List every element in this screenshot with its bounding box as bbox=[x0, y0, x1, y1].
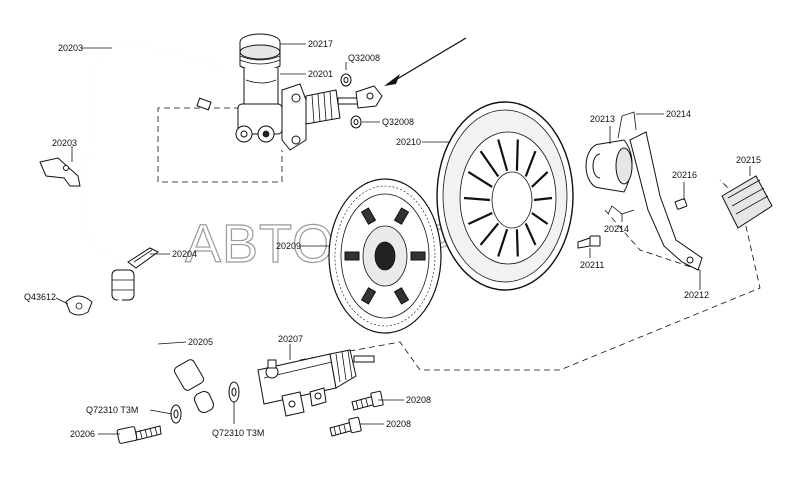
highlight-arrow bbox=[384, 37, 467, 86]
diaphragm-finger bbox=[515, 139, 519, 171]
release-bearing bbox=[585, 139, 633, 193]
nut-upper bbox=[340, 73, 352, 87]
fork-dust-boot bbox=[721, 175, 773, 229]
diaphragm-finger bbox=[531, 212, 549, 225]
label-20204: 20204 bbox=[172, 249, 197, 259]
clutch-disc bbox=[328, 178, 442, 334]
damper-spring bbox=[344, 251, 360, 261]
label-20210: 20210 bbox=[396, 137, 421, 147]
damper-spring bbox=[360, 287, 377, 305]
damper-spring bbox=[393, 207, 410, 225]
diaphragm-finger bbox=[524, 150, 537, 177]
label-q32008-lower: Q32008 bbox=[382, 117, 414, 127]
diaphragm-finger bbox=[515, 229, 519, 257]
pressure-plate bbox=[436, 101, 574, 291]
diaphragm-finger bbox=[531, 171, 549, 188]
label-20212: 20212 bbox=[684, 290, 709, 300]
label-20207: 20207 bbox=[278, 334, 303, 344]
pressure-plate-bolt bbox=[577, 235, 601, 249]
diaphragm-finger bbox=[467, 212, 493, 226]
diaphragm-finger bbox=[497, 139, 509, 172]
label-20214-lower: 20214 bbox=[604, 224, 629, 234]
damper-spring bbox=[410, 251, 426, 261]
label-20217: 20217 bbox=[308, 39, 333, 49]
slave-cylinder-bolt-lower bbox=[329, 416, 362, 437]
label-20213: 20213 bbox=[590, 114, 615, 124]
label-q32008-upper: Q32008 bbox=[348, 53, 380, 63]
diaphragm-finger bbox=[524, 223, 537, 246]
pipe-clip bbox=[127, 247, 159, 269]
diaphragm-finger bbox=[533, 196, 553, 202]
damper-spring bbox=[393, 287, 410, 305]
retaining-spring-lower bbox=[607, 205, 635, 215]
retaining-spring-upper bbox=[617, 111, 637, 139]
label-q72310-right: Q72310 T3M bbox=[212, 428, 264, 438]
label-20208-lower: 20208 bbox=[386, 419, 411, 429]
clutch-hydraulic-pipe bbox=[85, 39, 226, 269]
label-q43612: Q43612 bbox=[24, 292, 56, 302]
nut-lower bbox=[350, 115, 362, 129]
clutch-master-cylinder bbox=[235, 33, 383, 151]
diaphragm-finger bbox=[479, 150, 500, 178]
damper-spring bbox=[360, 207, 377, 225]
release-fork bbox=[629, 131, 703, 271]
label-20216: 20216 bbox=[672, 170, 697, 180]
circlip bbox=[65, 295, 93, 316]
label-20206: 20206 bbox=[70, 429, 95, 439]
label-20215: 20215 bbox=[736, 155, 761, 165]
label-20203-bracket: 20203 bbox=[52, 138, 77, 148]
diaphragm-finger bbox=[467, 171, 493, 188]
label-20208-upper: 20208 bbox=[406, 395, 431, 405]
clutch-slave-cylinder bbox=[257, 349, 375, 417]
slave-cylinder-bolt-upper bbox=[351, 390, 384, 411]
clutch-hose bbox=[111, 269, 215, 413]
diaphragm-finger bbox=[497, 228, 509, 257]
diaphragm-finger bbox=[479, 222, 500, 246]
part-labels: 20203 20203 20217 20201 Q32008 Q32008 20… bbox=[24, 39, 761, 439]
label-20201: 20201 bbox=[308, 69, 333, 79]
fork-pivot-bolt bbox=[674, 198, 688, 210]
label-20209: 20209 bbox=[276, 241, 301, 251]
pipe-bracket bbox=[39, 157, 81, 187]
label-q72310-left: Q72310 T3M bbox=[86, 405, 138, 415]
label-20211: 20211 bbox=[580, 260, 604, 270]
label-20205: 20205 bbox=[188, 337, 213, 347]
diaphragm-finger bbox=[463, 196, 491, 202]
label-20214-upper: 20214 bbox=[666, 109, 691, 119]
copper-washer bbox=[228, 381, 240, 403]
leader-lines bbox=[55, 43, 751, 435]
label-20203-pipe: 20203 bbox=[58, 43, 83, 53]
